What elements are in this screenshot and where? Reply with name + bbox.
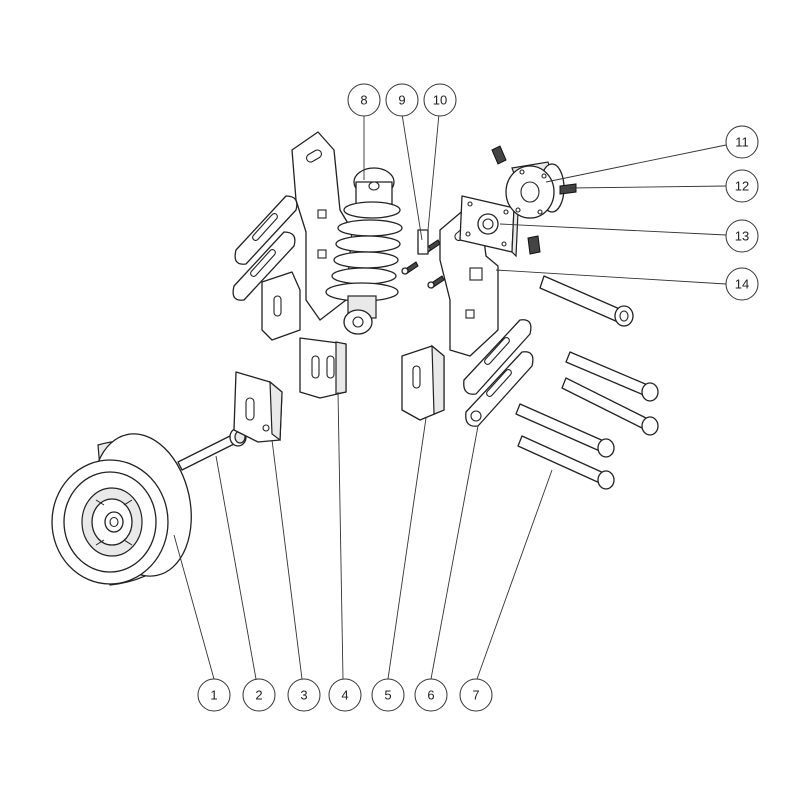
pins-7-part	[515, 351, 659, 490]
callout-5: 5	[371, 678, 405, 712]
callout-13-label: 13	[735, 229, 749, 244]
leader-11	[545, 144, 727, 183]
callout-10-label: 10	[433, 93, 447, 108]
leader-12	[569, 185, 727, 189]
leader-9	[401, 113, 423, 241]
hub-part	[505, 161, 565, 219]
callout-9-label: 9	[398, 93, 405, 108]
leader-lines	[173, 113, 727, 680]
callout-11: 11	[725, 125, 759, 159]
leader-7	[476, 469, 553, 680]
callout-14: 14	[725, 267, 759, 301]
leader-13	[499, 223, 727, 236]
leader-2	[215, 455, 257, 680]
callout-2-label: 2	[255, 688, 262, 703]
leader-4	[337, 391, 344, 680]
leader-1	[173, 534, 215, 680]
leader-3	[271, 439, 303, 680]
callout-6: 6	[414, 678, 448, 712]
callout-8: 8	[347, 83, 381, 117]
callout-10: 10	[423, 83, 457, 117]
callout-1: 1	[197, 678, 231, 712]
leader-5	[387, 417, 427, 680]
leader-6	[430, 425, 479, 680]
callout-12-label: 12	[735, 179, 749, 194]
plate-5-part	[401, 344, 445, 421]
callout-3: 3	[287, 678, 321, 712]
callout-balloons: 1 2 3 4 5 6 7 8 9 10 11	[197, 83, 759, 712]
callout-2: 2	[242, 678, 276, 712]
callout-9: 9	[385, 83, 419, 117]
long-pin-14-part	[539, 275, 634, 327]
upper-left-links-part	[232, 195, 298, 301]
callout-5-label: 5	[384, 688, 391, 703]
leader-10	[427, 113, 440, 231]
screws-9-10-part	[401, 229, 445, 289]
callout-12: 12	[725, 169, 759, 203]
callout-6-label: 6	[427, 688, 434, 703]
set-screws-part	[491, 145, 577, 255]
wheel-part	[51, 433, 192, 586]
axle-part	[177, 427, 247, 471]
link-6-part	[463, 319, 534, 427]
callout-13: 13	[725, 219, 759, 253]
leader-14	[495, 269, 727, 285]
callout-8-label: 8	[360, 93, 367, 108]
callout-7-label: 7	[472, 688, 479, 703]
plate-4-part	[261, 271, 347, 399]
callout-14-label: 14	[735, 277, 749, 292]
callout-7: 7	[459, 678, 493, 712]
square-plate-part	[459, 195, 519, 258]
callout-11-label: 11	[735, 135, 749, 150]
callout-4-label: 4	[341, 688, 348, 703]
callout-3-label: 3	[300, 688, 307, 703]
callout-1-label: 1	[210, 688, 217, 703]
plate-3-part	[233, 371, 283, 443]
callout-4: 4	[328, 678, 362, 712]
